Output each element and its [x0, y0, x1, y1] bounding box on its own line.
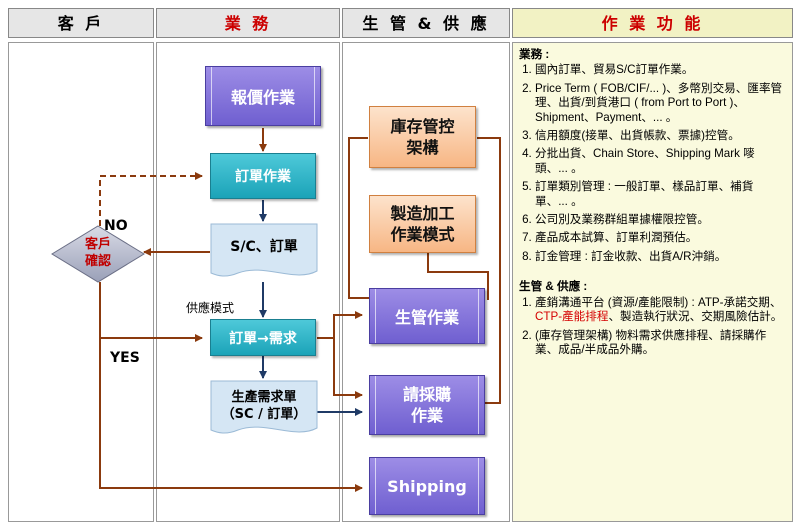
arrow-no-to-order: [99, 172, 203, 226]
manufacturing-line2: 作業模式: [390, 225, 455, 244]
header-production: 生 管 & 供 應: [342, 8, 510, 38]
business-item: 國內訂單、貿易S/C訂單作業。: [535, 63, 786, 77]
shipping-box[interactable]: Shipping: [369, 457, 485, 515]
business-item: 訂單類別管理 : 一般訂單、樣品訂單、補貨單、... 。: [535, 180, 786, 209]
purchase-line2: 作業: [410, 406, 443, 425]
production-item: 產銷溝通平台 (資源/產能限制) : ATP-承諾交期、CTP-產能排程、製造執…: [535, 296, 786, 325]
purchase-box[interactable]: 請採購 作業: [369, 375, 485, 435]
production-demand-text: 生產需求單 （SC / 訂單）: [210, 389, 318, 423]
arrow-confirm-to-shipping: [99, 338, 363, 492]
order-label: 訂單作業: [235, 169, 291, 185]
business-item: 產品成本試算、訂單利潤預估。: [535, 231, 786, 245]
business-function-list: 國內訂單、貿易S/C訂單作業。 Price Term ( FOB/CIF/...…: [519, 63, 786, 264]
production-demand-line2: （SC / 訂單）: [221, 407, 307, 422]
header-functions: 作 業 功 能: [512, 8, 793, 38]
production-column: [342, 42, 510, 522]
production-item1-pre: 產銷溝通平台 (資源/產能限制) : ATP-承諾交期、: [535, 295, 782, 309]
supply-mode-label: 供應模式: [186, 301, 235, 315]
purchase-text: 請採購 作業: [403, 384, 451, 426]
sc-order-document[interactable]: [210, 223, 318, 283]
inventory-line1: 庫存管控: [390, 117, 455, 136]
header-business: 業 務: [156, 8, 340, 38]
quote-label: 報價作業: [230, 88, 295, 107]
business-item: 信用額度(接單、出貨帳款、票據)控管。: [535, 129, 786, 143]
production-demand-document[interactable]: [210, 380, 318, 440]
production-section-title: 生管 & 供應 :: [519, 280, 588, 294]
business-item: Price Term ( FOB/CIF/... )、多幣別交易、匯率管理、出貨…: [535, 82, 786, 125]
order-box[interactable]: 訂單作業: [210, 153, 316, 199]
header-customer: 客 戶: [8, 8, 154, 38]
inventory-text: 庫存管控 架構: [390, 116, 454, 158]
business-section-title: 業務 :: [519, 48, 550, 61]
inventory-box[interactable]: 庫存管控 架構: [369, 106, 476, 168]
purchase-line1: 請採購: [402, 385, 451, 404]
business-item: 公司別及業務群組單據權限控管。: [535, 213, 786, 227]
production-item: (庫存管理架構) 物料需求供應排程、請採購作業、成品/半成品外購。: [535, 329, 786, 358]
confirm-line1: 客戶: [84, 237, 111, 252]
quote-box[interactable]: 報價作業: [205, 66, 321, 126]
order-demand-box[interactable]: 訂單→需求: [210, 319, 316, 356]
sc-order-label: S/C、訂單: [230, 239, 298, 255]
order-demand-label: 訂單→需求: [229, 330, 297, 347]
production-function-list: 產銷溝通平台 (資源/產能限制) : ATP-承諾交期、CTP-產能排程、製造執…: [519, 296, 786, 358]
business-column: [156, 42, 340, 522]
manufacturing-box[interactable]: 製造加工 作業模式: [369, 195, 476, 253]
arrow-manufacturing-to-prodctrl: [427, 253, 489, 300]
production-control-label: 生管作業: [394, 308, 459, 327]
arrow-inventory-to-prodctrl: [348, 137, 369, 299]
production-demand-line1: 生產需求單: [231, 390, 297, 405]
ctp-highlight: CTP-產能排程: [535, 310, 609, 324]
production-item1-post: 、製造執行狀況、交期風險估計。: [608, 310, 783, 324]
customer-column: [8, 42, 154, 522]
business-item: 訂金管理 : 訂金收款、出貨A/R沖銷。: [535, 250, 786, 264]
confirm-line2: 確認: [84, 254, 111, 269]
functions-panel: 業務 : 國內訂單、貿易S/C訂單作業。 Price Term ( FOB/CI…: [512, 42, 793, 522]
customer-confirm-text: 客戶 確認: [50, 236, 146, 270]
no-label: NO: [104, 218, 128, 234]
customer-confirm-diamond[interactable]: [50, 224, 146, 284]
arrow-demand-to-purchase: [333, 338, 363, 399]
production-control-box[interactable]: 生管作業: [369, 288, 485, 344]
inventory-line2: 架構: [406, 138, 439, 157]
shipping-label: Shipping: [387, 476, 467, 496]
arrow-inventory-to-purchase: [477, 137, 501, 404]
arrow-demand-to-prodctrl: [333, 311, 363, 338]
business-item: 分批出貨、Chain Store、Shipping Mark 嘜頭、... 。: [535, 147, 786, 176]
manufacturing-line1: 製造加工: [390, 204, 455, 223]
yes-label: YES: [110, 350, 140, 366]
manufacturing-text: 製造加工 作業模式: [390, 203, 454, 245]
